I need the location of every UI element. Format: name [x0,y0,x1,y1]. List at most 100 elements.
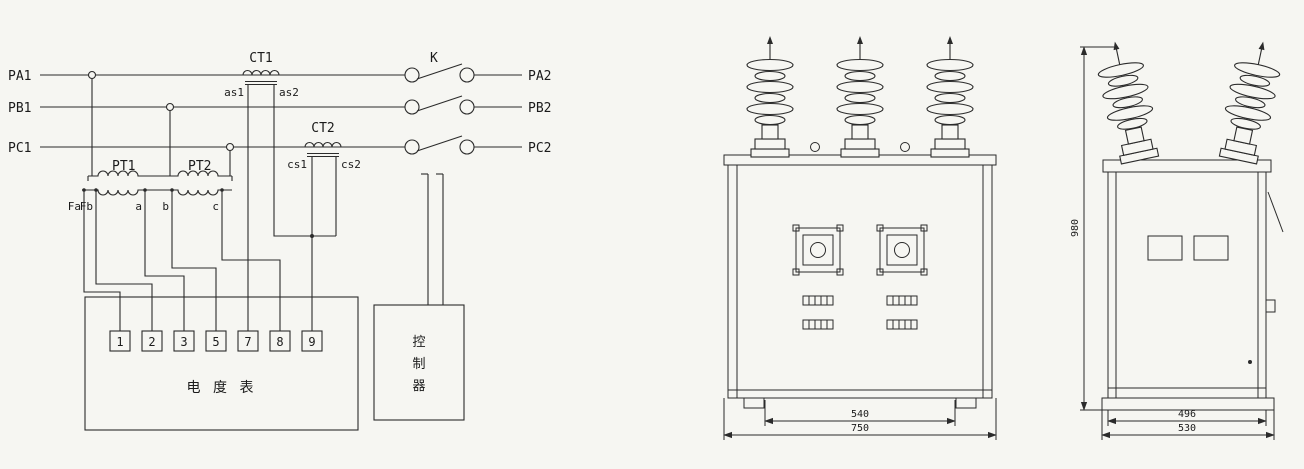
pt-terminal-c-label: c [212,200,219,213]
phase-a-line: PA1 PA2 [8,69,551,84]
side-bolt-detail [1248,360,1252,364]
current-transformer-ct1: CT1 as1 as2 [224,51,299,99]
ct1-terminal-as2-label: as2 [279,86,299,99]
side-dim-inner-width: 496 [1178,409,1196,420]
pt-secondary-winding [82,189,232,196]
insulator-bushing-a [746,35,794,158]
svg-text:7: 7 [244,335,251,349]
meter-terminal-3: 3 [173,330,195,352]
wire-a-to-terminal3 [144,190,185,331]
switch-pole-b [404,95,475,115]
front-terminal-blocks [802,295,918,330]
meter-terminal-2: 2 [141,330,163,352]
svg-text:2: 2 [148,335,155,349]
ct2-primary-coil [304,141,342,148]
side-tank-body [1107,171,1267,399]
insulator-bushing-c [926,35,974,158]
front-foot-left [743,397,765,409]
insulator-bushing [1091,36,1164,166]
svg-text:3: 3 [180,335,187,349]
meter-terminal-5: 5 [205,330,227,352]
front-window-right [876,224,928,276]
side-dim-height: 980 [1070,219,1081,237]
pt-terminal-b-label: b [162,200,169,213]
switch-pole-c [404,135,475,155]
window-dial-icon [894,242,910,258]
ct2-terminal-cs2-label: cs2 [341,158,361,171]
window-dial-icon [810,242,826,258]
meter-terminal-7: 7 [237,330,259,352]
switch-pole-a [404,63,475,83]
meter-terminal-1: 1 [109,330,131,352]
pt-terminal-a-label: a [135,200,142,213]
side-panels [1147,191,1284,364]
phase-b-tap-terminal [165,102,175,112]
meter-terminal-9: 9 [301,330,323,352]
lifting-lug-icon [810,142,820,152]
phase-b-in-label: PB1 [8,101,31,116]
side-dim-outer-width: 530 [1178,423,1196,434]
ct1-primary-coil [242,69,280,76]
side-tank-lid [1102,159,1272,173]
front-foot-right [955,397,977,409]
svg-text:1: 1 [116,335,123,349]
pt-primary-winding [88,170,232,177]
wire-as2-run [273,84,336,237]
pt-terminal-fb-label: Fb [80,200,93,213]
phase-c-out-label: PC2 [528,141,551,156]
phase-a-out-label: PA2 [528,69,551,84]
side-panel-left [1147,235,1183,261]
ct2-label: CT2 [311,121,334,136]
phase-c-line: PC1 PC2 [8,141,551,156]
phase-a-tap-terminal [87,70,97,80]
side-panel-right [1193,235,1229,261]
meter-terminal-8: 8 [269,330,291,352]
front-view: 540 750 [723,35,997,440]
side-base-channel [1101,397,1275,411]
wiring-diagram: PA1 PA2 PB1 PB2 PC1 PC2 CT1 [8,51,551,431]
controller-label-char3: 器 [412,379,425,394]
side-conduit-detail [1267,191,1284,233]
wire-c-to-terminal8 [221,190,281,331]
meter-box-outline [84,296,359,431]
junction-dot [310,234,314,238]
wire-fb-to-terminal2 [95,190,153,331]
secondary-wiring [83,84,337,331]
insulator-bushing [1214,36,1287,166]
phase-a-in-label: PA1 [8,69,31,84]
pt1-label: PT1 [112,159,135,174]
phase-b-out-label: PB2 [528,101,551,116]
side-knob-detail [1265,299,1276,313]
svg-text:5: 5 [212,335,219,349]
front-tank-body [727,164,993,399]
front-tank [723,154,997,409]
insulator-bushing-b [836,35,884,158]
ct2-terminal-cs1-label: cs1 [287,158,307,171]
front-dim-inner-width: 540 [851,409,869,420]
front-dimensions: 540 750 [723,398,997,440]
side-view: 980 496 530 [1070,36,1287,440]
current-transformer-ct2: CT2 cs1 cs2 [287,121,361,171]
switch-blade-a [416,63,463,80]
ct1-terminal-as1-label: as1 [224,86,244,99]
switch-k-label: K [430,51,438,66]
potential-transformers: PT1 PT2 Fa Fb a b c [68,78,233,213]
controller-box: 控 制 器 [373,173,465,421]
energy-meter-label: 电 度 表 [187,380,258,396]
side-dimensions: 980 496 530 [1070,46,1275,440]
switch-blade-c [416,135,463,152]
lifting-lug-icon [900,142,910,152]
wire-fa-to-terminal1 [83,190,121,331]
switch-blade-b [416,95,463,112]
disconnect-switch-k: K [404,51,475,155]
wire-b-to-terminal5 [171,190,217,331]
side-tank [1101,159,1275,411]
front-lifting-lugs [810,142,910,152]
side-bushing-left-tilted [1091,36,1164,166]
svg-text:8: 8 [276,335,283,349]
phase-c-in-label: PC1 [8,141,31,156]
front-window-left [792,224,844,276]
front-dim-outer-width: 750 [851,423,869,434]
